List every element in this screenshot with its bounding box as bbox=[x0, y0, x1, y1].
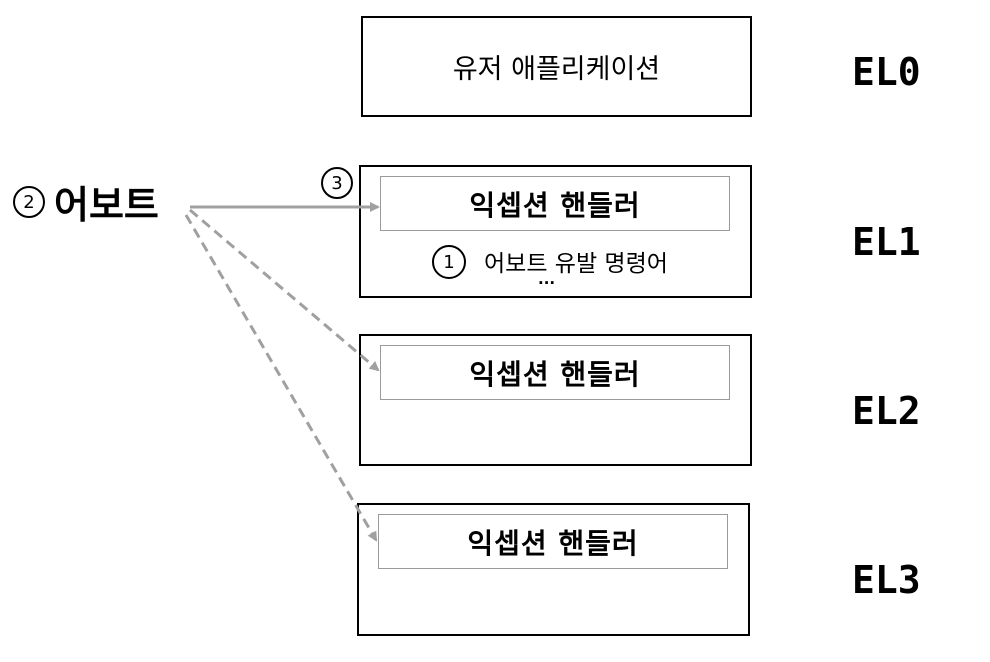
el1-ellipsis: ... bbox=[538, 270, 556, 288]
arrow-to-el3 bbox=[184, 214, 378, 542]
level-el0-label: EL0 bbox=[852, 50, 921, 94]
arrow-to-el2 bbox=[189, 208, 380, 372]
user-application-label: 유저 애플리케이션 bbox=[452, 54, 661, 85]
el0-box bbox=[361, 16, 752, 117]
step-1-marker: 1 bbox=[432, 245, 466, 279]
level-el1-label: EL1 bbox=[852, 220, 921, 264]
abort-label: 어보트 bbox=[54, 183, 159, 227]
el2-exception-handler: 익셉션 핸들러 bbox=[380, 345, 730, 400]
level-el3-label: EL3 bbox=[852, 558, 921, 602]
step-2-marker: 2 bbox=[13, 186, 45, 218]
el1-exception-handler: 익셉션 핸들러 bbox=[380, 176, 730, 231]
abort-causing-instruction-label: 어보트 유발 명령어 bbox=[484, 251, 668, 277]
step-3-marker: 3 bbox=[321, 167, 353, 199]
level-el2-label: EL2 bbox=[852, 389, 921, 433]
el3-exception-handler: 익셉션 핸들러 bbox=[378, 514, 728, 569]
